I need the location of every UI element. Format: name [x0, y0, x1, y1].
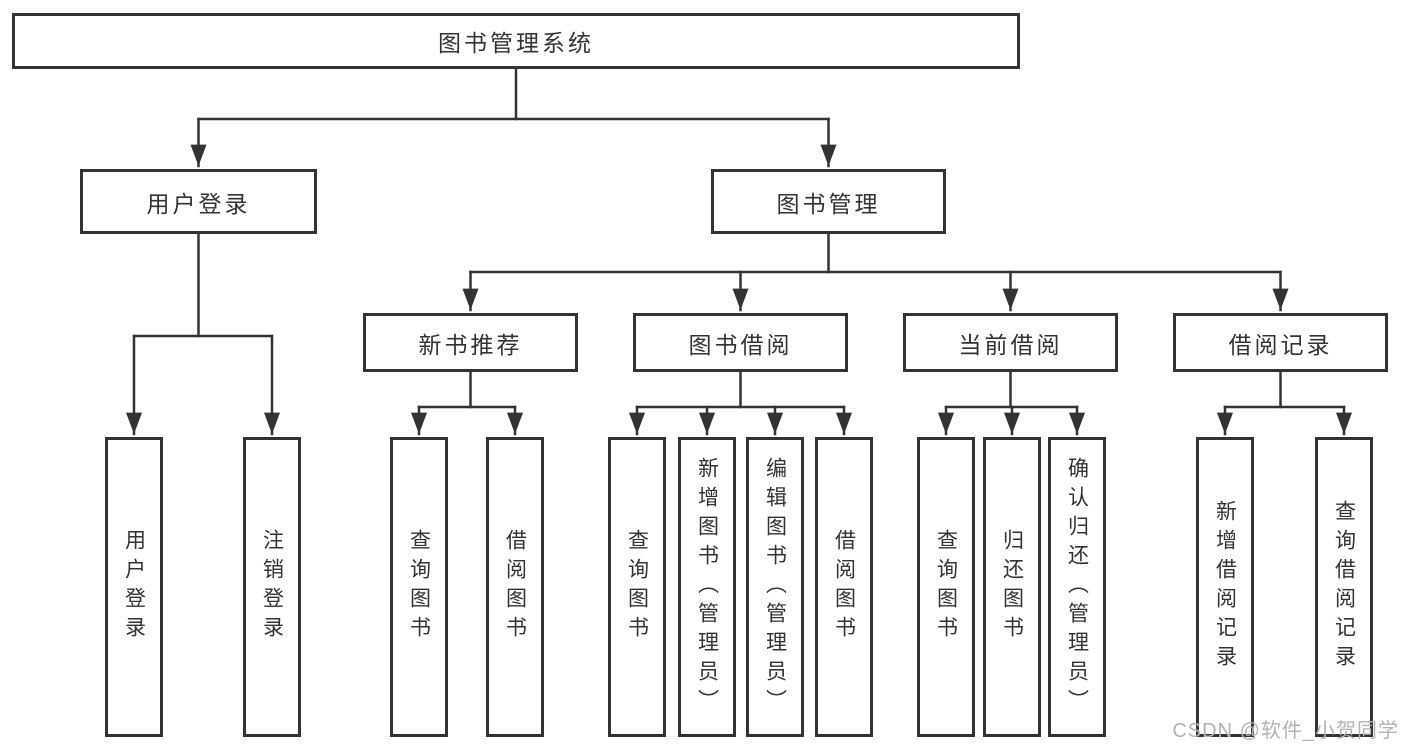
- leaf-add-book-label: 新增图书（管理员）: [695, 456, 719, 718]
- leaf-add-book: 新增图书（管理员）: [678, 437, 736, 737]
- leaf-query-book-2: 查询图书: [608, 437, 666, 737]
- leaf-query-record-label: 查询借阅记录: [1332, 500, 1356, 674]
- leaf-user-login-label: 用户登录: [122, 529, 146, 645]
- node-current-borrow: 当前借阅: [903, 313, 1118, 372]
- node-user-login-label: 用户登录: [146, 190, 251, 217]
- node-user-login: 用户登录: [80, 169, 317, 234]
- leaf-borrow-book-1-label: 借阅图书: [503, 529, 527, 645]
- node-root: 图书管理系统: [12, 13, 1020, 69]
- leaf-query-book-1-label: 查询图书: [407, 529, 431, 645]
- leaf-return-book: 归还图书: [983, 437, 1041, 737]
- leaf-query-book-2-label: 查询图书: [625, 529, 649, 645]
- csdn-watermark: CSDN @软件_小贺同学: [1172, 720, 1399, 742]
- node-new-book-rec-label: 新书推荐: [418, 331, 523, 358]
- leaf-borrow-book-2: 借阅图书: [815, 437, 873, 737]
- leaf-logout: 注销登录: [243, 437, 301, 737]
- node-book-mgmt: 图书管理: [711, 169, 946, 234]
- leaf-add-record: 新增借阅记录: [1196, 437, 1254, 737]
- leaf-add-record-label: 新增借阅记录: [1213, 500, 1237, 674]
- leaf-query-book-1: 查询图书: [390, 437, 448, 737]
- node-new-book-rec: 新书推荐: [363, 313, 578, 372]
- leaf-borrow-book-2-label: 借阅图书: [832, 529, 856, 645]
- leaf-edit-book-label: 编辑图书（管理员）: [763, 456, 787, 718]
- leaf-confirm-return-label: 确认归还（管理员）: [1065, 456, 1089, 718]
- leaf-query-record: 查询借阅记录: [1315, 437, 1373, 737]
- node-borrow-record: 借阅记录: [1173, 313, 1388, 372]
- leaf-user-login: 用户登录: [105, 437, 163, 737]
- leaf-logout-label: 注销登录: [260, 529, 284, 645]
- leaf-edit-book: 编辑图书（管理员）: [746, 437, 804, 737]
- node-book-borrow-label: 图书借阅: [688, 331, 793, 358]
- leaf-confirm-return: 确认归还（管理员）: [1048, 437, 1106, 737]
- node-current-borrow-label: 当前借阅: [958, 331, 1063, 358]
- node-root-label: 图书管理系统: [438, 30, 594, 56]
- leaf-return-book-label: 归还图书: [1000, 529, 1024, 645]
- leaf-query-book-3: 查询图书: [917, 437, 975, 737]
- leaf-borrow-book-1: 借阅图书: [486, 437, 544, 737]
- node-borrow-record-label: 借阅记录: [1228, 331, 1333, 358]
- node-book-borrow: 图书借阅: [633, 313, 848, 372]
- leaf-query-book-3-label: 查询图书: [934, 529, 958, 645]
- node-book-mgmt-label: 图书管理: [776, 190, 881, 217]
